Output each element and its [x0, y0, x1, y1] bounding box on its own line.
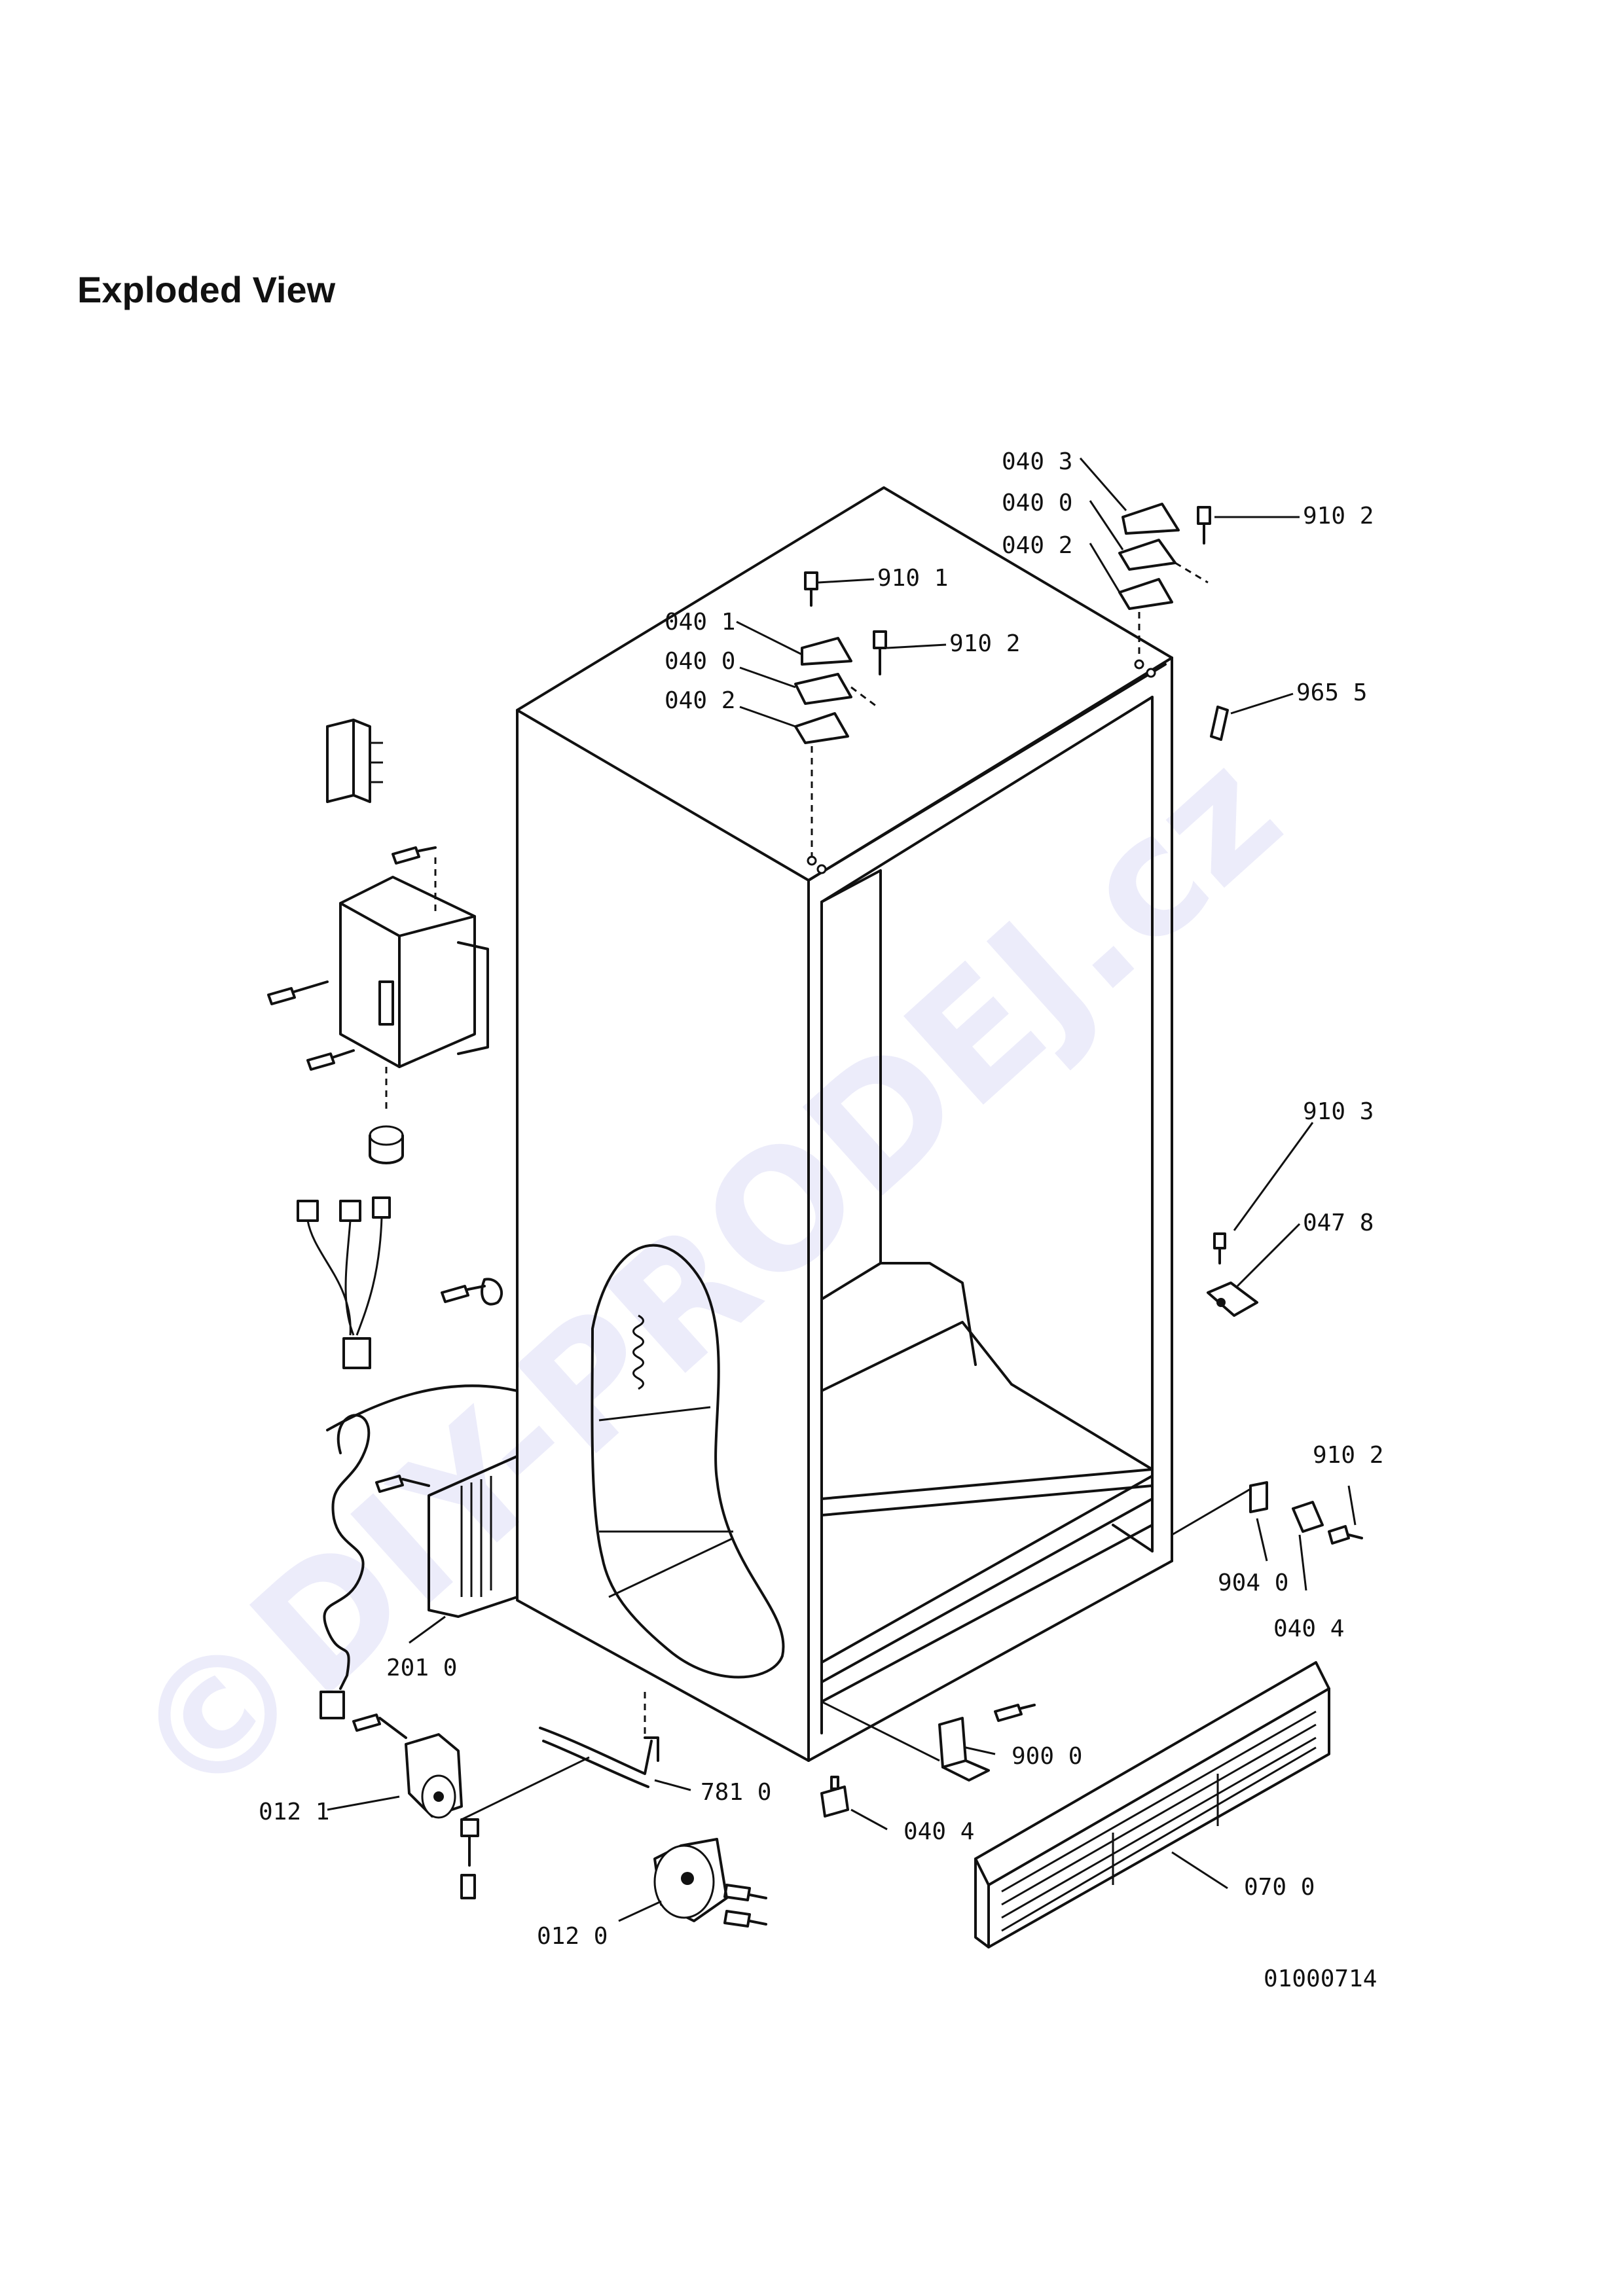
toe-grille — [974, 1661, 1330, 1948]
callout-0404: 040 4 — [903, 1818, 974, 1845]
callout-0400: 040 0 — [665, 648, 735, 675]
drawing-number: 01000714 — [1264, 1965, 1377, 1992]
callout-2010: 201 0 — [386, 1655, 457, 1681]
drain-hose-781 — [539, 1692, 659, 1788]
wiring-harness — [297, 1196, 391, 1369]
door-stop-bracket — [1207, 1232, 1258, 1317]
front-roller-012-0 — [653, 1838, 767, 1928]
callout-0120: 012 0 — [537, 1923, 608, 1950]
cabinet-body — [516, 486, 1173, 1762]
screw-clip — [441, 1278, 503, 1306]
callout-9103: 910 3 — [1303, 1098, 1374, 1125]
page-title: Exploded View — [77, 269, 336, 310]
front-roller-012-1 — [352, 1713, 590, 1899]
callout-0401: 040 1 — [665, 609, 735, 636]
callout-9040: 904 0 — [1218, 1570, 1288, 1596]
terminal-block — [326, 719, 383, 803]
drain-tube-965 — [1210, 706, 1229, 741]
callout-0402: 040 2 — [1002, 532, 1072, 559]
callout-9102: 910 2 — [1303, 503, 1374, 529]
callout-0404: 040 4 — [1273, 1615, 1344, 1642]
right-hinge-assembly — [1118, 503, 1211, 658]
callout-0402: 040 2 — [665, 687, 735, 714]
callout-0403: 040 3 — [1002, 448, 1072, 475]
callout-0700: 070 0 — [1244, 1874, 1315, 1901]
left-hinge-assembly — [794, 571, 887, 857]
callout-0400: 040 0 — [1002, 490, 1072, 516]
leg-bracket-900 — [821, 1700, 1036, 1782]
power-cord-and-relay — [319, 1384, 519, 1719]
callout-9102: 910 2 — [949, 630, 1020, 657]
rear-leveler-bracket — [1171, 1481, 1363, 1545]
leader-lines — [327, 457, 1357, 1922]
callout-9102: 910 2 — [1313, 1442, 1383, 1469]
leveling-leg-040-4 — [820, 1776, 849, 1818]
callout-0478: 047 8 — [1303, 1210, 1374, 1236]
callout-0121: 012 1 — [259, 1799, 329, 1825]
callout-7810: 781 0 — [701, 1779, 771, 1806]
callout-9000: 900 0 — [1012, 1743, 1082, 1770]
control-box — [267, 846, 489, 1164]
callout-labels: 040 3 040 0 040 2 910 2 910 1 040 1 040 … — [259, 448, 1383, 1950]
callout-9655: 965 5 — [1296, 679, 1367, 706]
callout-9101: 910 1 — [877, 565, 948, 592]
watermark: ©DIY-PRODEJ.cz — [95, 716, 1315, 1842]
